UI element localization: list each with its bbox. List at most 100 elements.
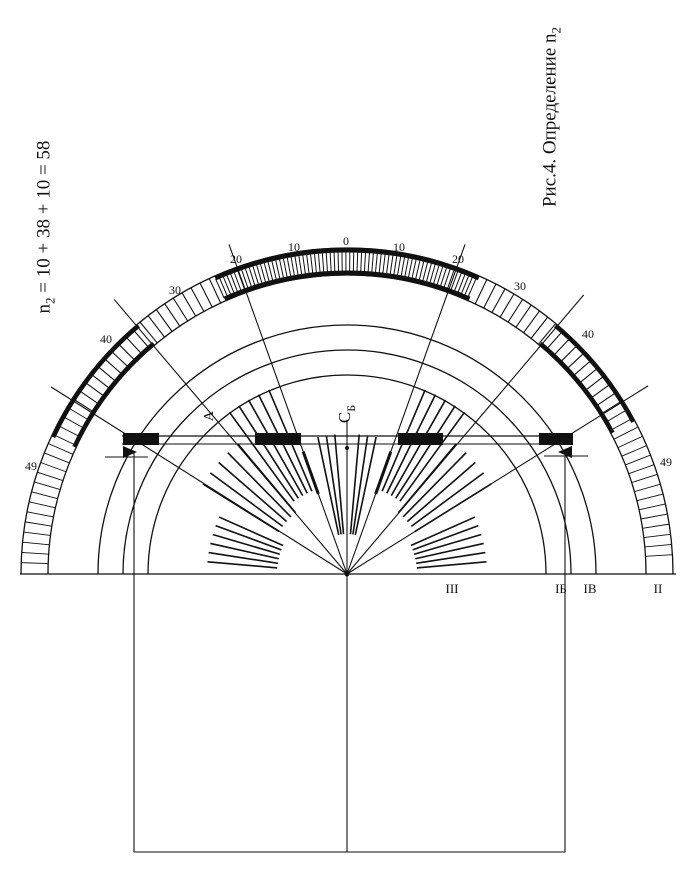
scale-right-20-label: 20 <box>452 252 464 266</box>
scale-tick-dense <box>375 252 377 273</box>
scale-tick <box>27 512 54 517</box>
fan-stroke <box>209 553 278 564</box>
scale-tick-dense <box>408 258 412 279</box>
formula-rest: = 10 + 38 + 10 = 58 <box>34 141 55 298</box>
scale-left-10-label: 10 <box>288 240 300 254</box>
scale-tick-dense <box>223 276 231 295</box>
scale-tick <box>44 453 69 463</box>
scale-tick-dense <box>361 251 362 272</box>
scale-tick-dense <box>295 255 298 276</box>
scale-tick <box>21 563 48 564</box>
scale-tick <box>600 400 623 414</box>
scale-tick <box>148 316 164 337</box>
scale-tick-dense <box>291 256 295 277</box>
fan-stroke <box>415 484 491 532</box>
scale-tick-dense <box>368 252 369 273</box>
scale-left-30-label: 30 <box>169 283 181 297</box>
scale-tick <box>34 482 60 490</box>
scale-tick-dense <box>287 257 291 278</box>
scale-tick <box>634 484 660 491</box>
scale-tick-dense <box>386 254 389 275</box>
figure-caption: Рис.4. Определение n2 <box>540 27 565 207</box>
scale-tick-dense <box>283 257 287 278</box>
thick-arc-top-inner <box>225 273 470 299</box>
scale-tick-dense <box>245 268 252 288</box>
scale-tick-dense <box>230 273 238 293</box>
fan-stroke <box>396 406 456 499</box>
scale-tick <box>629 465 654 474</box>
thick-arc-left-outer <box>53 326 138 437</box>
label-iv: IВ <box>584 581 597 596</box>
label-ib: IБ <box>555 581 567 596</box>
scale-tick-dense <box>279 258 283 279</box>
scale-tick-dense <box>468 278 476 297</box>
scale-tick-dense <box>338 251 339 272</box>
scale-tick <box>475 280 487 304</box>
scale-tick-dense <box>405 257 409 278</box>
scale-tick <box>48 443 73 454</box>
scale-tick-dense <box>322 252 324 273</box>
scale-tick <box>25 522 52 526</box>
scale-tick <box>644 534 671 537</box>
scale-tick <box>209 279 220 303</box>
bar-block-right-end <box>539 433 573 445</box>
scale-tick <box>508 299 523 322</box>
ray-6 <box>347 386 648 574</box>
scale-tick-dense <box>412 259 417 280</box>
scale-tick <box>610 418 634 431</box>
bar-block-left-end <box>123 433 159 445</box>
scale-tick <box>516 305 531 327</box>
bar-block-center-right <box>398 433 443 445</box>
center-dot <box>345 572 350 577</box>
fan-stroke <box>407 462 475 521</box>
label-ii: II <box>654 581 663 596</box>
scale-tick-dense <box>397 256 401 277</box>
scale-tick-dense <box>383 253 385 274</box>
scale-tick <box>645 544 672 546</box>
scale-left-49-label: 49 <box>25 459 37 473</box>
formula-subscript: 2 <box>42 297 57 304</box>
scale-tick <box>524 311 540 333</box>
scale-tick <box>41 463 66 472</box>
formula-text: n2 = 10 + 38 + 10 = 58 <box>34 141 59 314</box>
scale-tick-dense <box>379 253 381 274</box>
scale-tick-dense <box>444 268 451 288</box>
scale-tick <box>645 555 672 557</box>
fan-stroke <box>416 553 485 564</box>
scale-tick-dense <box>310 253 312 274</box>
formula-n: n <box>34 304 55 314</box>
bar-block-center-left <box>255 433 301 445</box>
scale-tick <box>531 317 548 338</box>
scale-tick-dense <box>326 252 327 273</box>
scale-right-40-label: 40 <box>582 327 594 341</box>
fan-stroke <box>219 462 287 521</box>
scale-tick <box>156 310 172 332</box>
scale-tick <box>639 504 665 510</box>
scale-tick <box>37 472 63 480</box>
label-iii: III <box>446 581 459 596</box>
scale-zero-label: 0 <box>343 234 349 248</box>
fan-stroke <box>208 562 278 568</box>
scale-tick <box>24 532 51 535</box>
scale-tick <box>632 474 658 482</box>
scale-right-30-label: 30 <box>514 279 526 293</box>
caption-text: Рис.4. Определение n <box>540 33 561 207</box>
scale-tick <box>641 514 668 519</box>
scale-tick-dense <box>314 253 316 274</box>
scale-tick-dense <box>364 252 365 273</box>
scale-tick <box>57 425 81 437</box>
scale-tick-dense <box>307 254 310 275</box>
scale-tick <box>165 304 180 326</box>
scale-tick-dense <box>394 255 397 276</box>
fan-stroke <box>203 484 279 532</box>
fan-stroke <box>238 444 296 513</box>
ray-5 <box>51 387 347 574</box>
caption-subscript: 2 <box>548 27 563 34</box>
scale-tick-dense <box>465 276 473 295</box>
scale-tick-dense <box>357 251 358 272</box>
scale-tick-dense <box>275 259 280 279</box>
scale-tick <box>191 288 204 312</box>
thick-arc-right-inner <box>541 343 613 432</box>
